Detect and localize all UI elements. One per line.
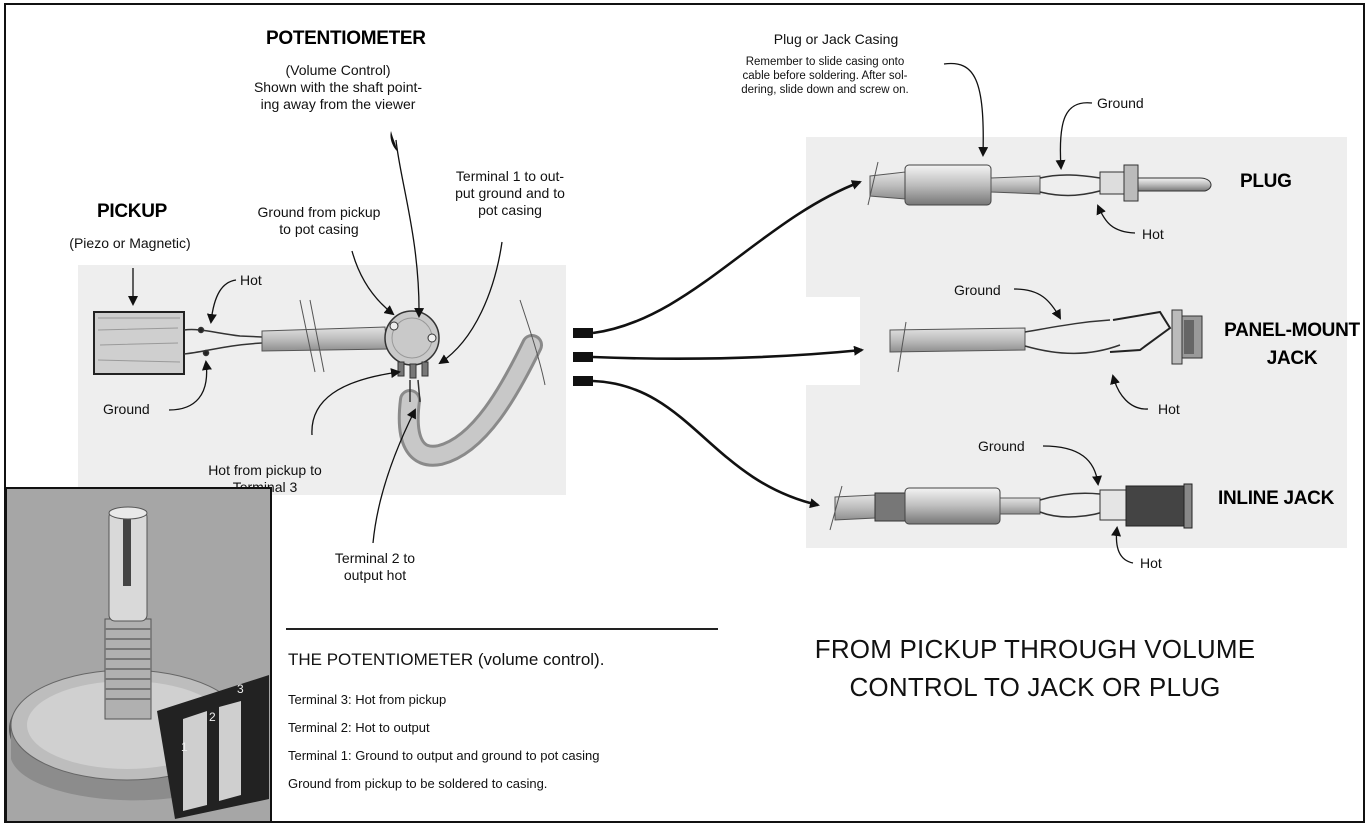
main-title-line-1: FROM PICKUP THROUGH VOLUME [814, 634, 1256, 664]
outer-frame [4, 3, 1365, 823]
pickup-ground-label: Ground [103, 401, 150, 417]
photo-terminal-mark: 3 [237, 682, 244, 696]
main-title-line-2: CONTROL TO JACK OR PLUG [849, 672, 1221, 702]
inline-ground-label: Ground [978, 438, 1025, 454]
pickup-sub: (Piezo or Magnetic) [69, 235, 191, 251]
pickup-wires [183, 326, 263, 357]
casing-note-1: Remember to slide casing onto [745, 56, 905, 68]
panel-ground-label: Ground [954, 282, 1001, 298]
panel-mount-heading-2: JACK [1266, 348, 1318, 369]
casing-note-3: dering, slide down and screw on. [741, 84, 909, 96]
plug-drawing [867, 161, 1212, 206]
panel-mount-heading-1: PANEL-MOUNT [1224, 320, 1360, 341]
terminal1-2: put ground and to [455, 185, 565, 201]
notes-title: THE POTENTIOMETER (volume control). [288, 650, 605, 669]
potentiometer-photo: 3 2 1 [5, 487, 272, 823]
pot-callout-tip [390, 131, 397, 151]
terminal2-2: output hot [343, 567, 407, 583]
panel-hot-label: Hot [1158, 401, 1180, 417]
notes-line: Terminal 2: Hot to output [288, 720, 430, 735]
terminal1-3: pot casing [478, 202, 542, 218]
hot-from-pickup-1: Hot from pickup to [208, 462, 322, 478]
terminal1-1: Terminal 1 to out- [455, 168, 565, 184]
plug-ground-label: Ground [1097, 95, 1144, 111]
inline-hot-label: Hot [1140, 555, 1162, 571]
ground-from-pickup-2: to pot casing [279, 221, 359, 237]
terminal2-1: Terminal 2 to [334, 550, 416, 566]
connector-arrows [592, 180, 864, 509]
photo-terminal-mark: 2 [209, 710, 216, 724]
notes-rule [286, 628, 718, 630]
casing-heading: Plug or Jack Casing [773, 31, 899, 47]
pot-sub-3: ing away from the viewer [260, 96, 416, 112]
plug-heading: PLUG [1240, 171, 1292, 192]
pickup-heading: PICKUP [97, 201, 167, 222]
callout-arrows [128, 62, 1149, 564]
potentiometer-photo-art: 3 2 1 [7, 489, 270, 821]
potentiometer-drawing [384, 310, 440, 379]
connector-tips [573, 328, 593, 386]
pot-sub-1: (Volume Control) [285, 62, 391, 78]
pickup-body [93, 311, 185, 375]
pot-sub-2: Shown with the shaft point- [253, 79, 423, 95]
plug-jack-panel [806, 137, 1347, 548]
ground-from-pickup-1: Ground from pickup [257, 204, 381, 220]
notes-line: Terminal 3: Hot from pickup [288, 692, 447, 707]
casing-note-2: cable before soldering. After sol- [742, 70, 908, 82]
output-cable [397, 299, 546, 467]
inline-jack-drawing [829, 483, 1193, 531]
inline-jack-heading: INLINE JACK [1218, 488, 1334, 509]
panel-jack-drawing [889, 309, 1203, 373]
pickup-pot-panel [78, 265, 566, 495]
pickup-hot-label: Hot [240, 272, 262, 288]
photo-terminal-mark: 1 [181, 740, 188, 754]
notes-line: Terminal 1: Ground to output and ground … [288, 748, 600, 763]
plug-hot-label: Hot [1142, 226, 1164, 242]
notes-line: Ground from pickup to be soldered to cas… [288, 776, 548, 791]
potentiometer-heading: POTENTIOMETER [266, 28, 426, 49]
